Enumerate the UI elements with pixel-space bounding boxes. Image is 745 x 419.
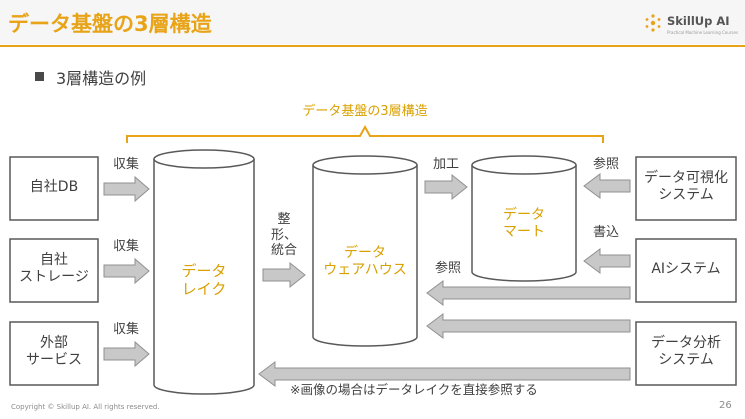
process-arrow xyxy=(424,173,468,201)
reference-label-mart: 参照 xyxy=(592,157,619,172)
system-box-visualization xyxy=(635,156,737,221)
collect-arrow-service xyxy=(103,340,150,368)
page-number: 26 xyxy=(719,400,732,411)
logo-sparkle-icon xyxy=(645,14,661,32)
source-box-external-service xyxy=(9,321,99,386)
header-bar xyxy=(0,0,745,44)
process-label: 加工 xyxy=(432,157,459,172)
source-internal-db: 自社DB xyxy=(29,179,79,195)
warehouse-cylinder xyxy=(312,155,418,347)
data-lake-label: データ レイク xyxy=(181,262,227,298)
reference-label-ai: 参照 xyxy=(434,261,461,276)
warehouse-label: データ ウェアハウス xyxy=(323,245,407,278)
header-rule xyxy=(0,45,745,47)
logo-name: SkillUp AI xyxy=(667,14,730,28)
source-box-internal-storage xyxy=(9,238,99,303)
source-box-internal-db xyxy=(9,156,99,221)
system-visualization: データ可視化 システム xyxy=(644,170,728,203)
data-lake-cylinder xyxy=(153,149,255,395)
collect-label-service: 収集 xyxy=(112,322,139,337)
shape-integrate-label: 整 形、 統合 xyxy=(270,212,297,259)
collect-label-db: 収集 xyxy=(112,157,139,172)
subtitle: 3層構造の例 xyxy=(56,69,147,88)
mart-cylinder xyxy=(471,155,577,282)
source-internal-storage: 自社 ストレージ xyxy=(19,252,89,285)
reference-arrow-mart xyxy=(583,173,631,199)
write-arrow-mart xyxy=(583,248,631,274)
logo-tagline: Practical Machine Learning Courses xyxy=(667,30,739,35)
collect-arrow-storage xyxy=(103,257,150,285)
bullet-square xyxy=(35,72,44,81)
reference-arrow-lake xyxy=(258,361,631,387)
system-box-analysis xyxy=(635,321,737,386)
layer-brace xyxy=(126,124,604,143)
slide-title: データ基盤の3層構造 xyxy=(8,12,212,36)
reference-arrow-analysis xyxy=(426,313,631,339)
system-box-ai xyxy=(635,238,737,303)
reference-arrow-ai xyxy=(426,280,631,306)
system-ai: AIシステム xyxy=(651,261,721,277)
footer-copyright: Copyright © Skillup AI. All rights reser… xyxy=(11,403,160,411)
system-analysis: データ分析 システム xyxy=(651,335,721,368)
write-label-mart: 書込 xyxy=(592,225,619,240)
collect-arrow-db xyxy=(103,175,150,203)
shape-arrow xyxy=(262,261,306,289)
note-image-reference: ※画像の場合はデータレイクを直接参照する xyxy=(290,382,538,397)
collect-label-storage: 収集 xyxy=(112,239,139,254)
source-external-service: 外部 サービス xyxy=(26,335,82,368)
brace-label: データ基盤の3層構造 xyxy=(302,104,428,119)
mart-label: データ マート xyxy=(503,207,545,240)
brand-logo: SkillUp AI Practical Machine Learning Co… xyxy=(643,10,738,40)
